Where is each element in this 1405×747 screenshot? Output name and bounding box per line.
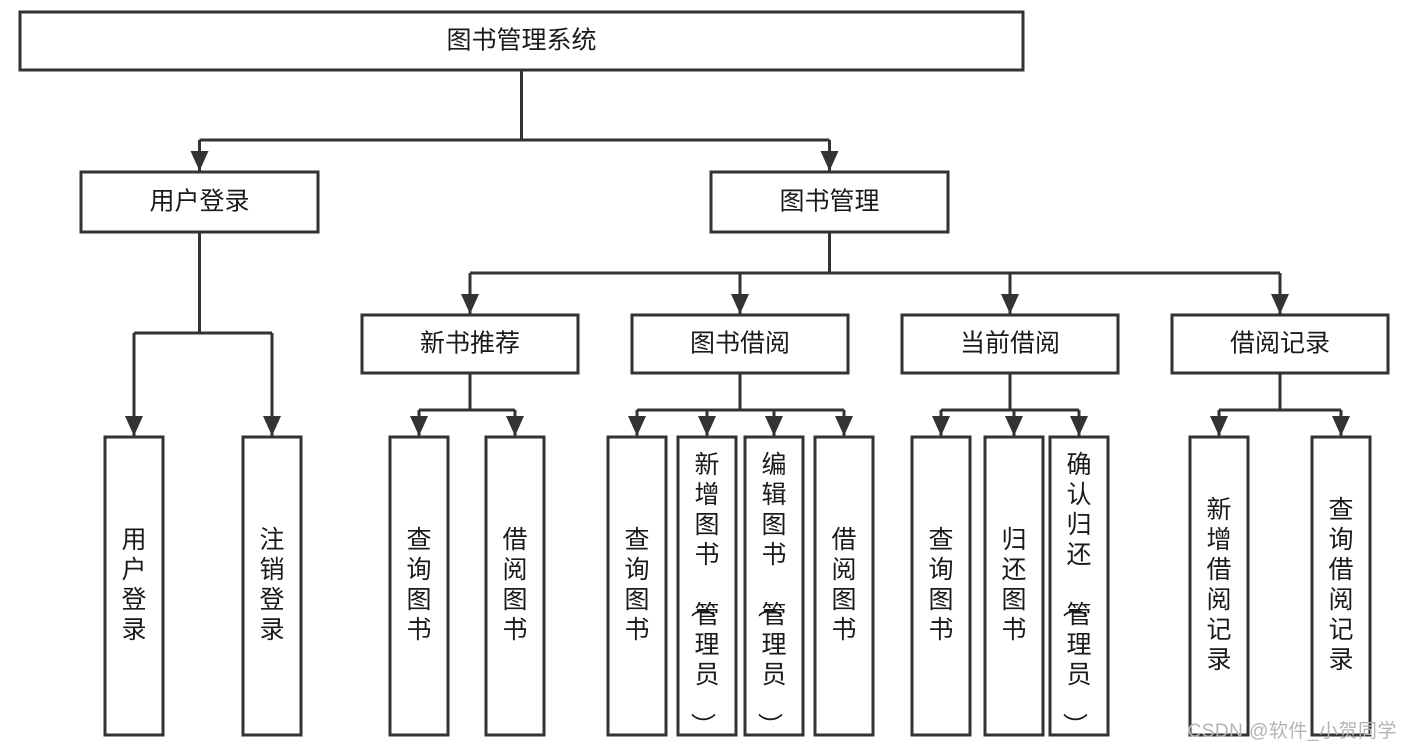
node-new-book-rec[interactable]: 新书推荐 xyxy=(360,313,580,375)
arrow-head-icon xyxy=(125,416,143,436)
node-label: 确认归还（管理员） xyxy=(1060,451,1091,738)
arrow-head-icon xyxy=(1332,416,1350,436)
node-box xyxy=(910,435,972,737)
node-label: 图书管理 xyxy=(779,188,879,216)
node-label: 借阅记录 xyxy=(1230,330,1330,358)
arrow-head-icon xyxy=(628,416,646,436)
node-box xyxy=(606,435,668,737)
node-box xyxy=(388,435,450,737)
arrow-head-icon xyxy=(1070,416,1088,436)
node-box xyxy=(813,435,875,737)
arrow-head-icon xyxy=(731,294,749,314)
node-root[interactable]: 图书管理系统 xyxy=(18,10,1025,72)
node-user-login[interactable]: 用户登录 xyxy=(79,170,320,234)
node-label: 新书推荐 xyxy=(420,330,520,358)
arrow-head-icon xyxy=(1005,416,1023,436)
node-box xyxy=(1310,435,1372,737)
node-box xyxy=(1170,313,1390,375)
arrow-head-icon xyxy=(410,416,428,436)
node-borrow-record[interactable]: 借阅记录 xyxy=(1170,313,1390,375)
node-box xyxy=(484,435,546,737)
node-label: 新增图书（管理员） xyxy=(688,451,719,738)
arrow-head-icon xyxy=(190,151,209,171)
node-box xyxy=(79,170,320,234)
node-label: 图书借阅 xyxy=(690,330,790,358)
node-leaf-add-record[interactable]: 新增借阅记录 xyxy=(1188,435,1250,737)
arrow-head-icon xyxy=(932,416,950,436)
node-box xyxy=(983,435,1045,737)
node-label: 图书管理系统 xyxy=(446,27,596,55)
node-leaf-borrow-book-1[interactable]: 借阅图书 xyxy=(484,435,546,737)
arrow-head-icon xyxy=(765,416,783,436)
node-leaf-edit-book[interactable]: 编辑图书（管理员） xyxy=(743,435,805,738)
arrow-head-icon xyxy=(461,294,479,314)
node-leaf-query-book-3[interactable]: 查询图书 xyxy=(910,435,972,737)
node-leaf-user-login[interactable]: 用户登录 xyxy=(103,435,165,737)
arrow-head-icon xyxy=(698,416,716,436)
node-book-manage[interactable]: 图书管理 xyxy=(709,170,950,234)
node-box xyxy=(1048,435,1110,737)
arrow-head-icon xyxy=(506,416,524,436)
node-label: 用户登录 xyxy=(149,188,249,216)
arrow-head-icon xyxy=(1271,294,1289,314)
node-box xyxy=(18,10,1025,72)
node-leaf-query-book-2[interactable]: 查询图书 xyxy=(606,435,668,737)
node-label: 查询图书 xyxy=(406,526,431,644)
node-label: 归还图书 xyxy=(1001,526,1026,644)
node-label: 借阅图书 xyxy=(831,526,856,644)
node-label: 用户登录 xyxy=(121,526,146,644)
node-label: 查询借阅记录 xyxy=(1328,496,1353,674)
node-leaf-return-book[interactable]: 归还图书 xyxy=(983,435,1045,737)
arrow-head-icon xyxy=(263,416,281,436)
node-leaf-add-book[interactable]: 新增图书（管理员） xyxy=(676,435,738,738)
node-box xyxy=(630,313,850,375)
arrow-head-icon xyxy=(835,416,853,436)
node-leaf-query-record[interactable]: 查询借阅记录 xyxy=(1310,435,1372,737)
node-label: 编辑图书（管理员） xyxy=(755,451,786,738)
node-label: 注销登录 xyxy=(259,526,284,644)
node-leaf-query-book-1[interactable]: 查询图书 xyxy=(388,435,450,737)
node-box xyxy=(709,170,950,234)
node-leaf-confirm-return[interactable]: 确认归还（管理员） xyxy=(1048,435,1110,738)
node-label: 查询图书 xyxy=(624,526,649,644)
node-layer: 图书管理系统用户登录图书管理新书推荐图书借阅当前借阅借阅记录用户登录注销登录查询… xyxy=(18,10,1390,738)
node-box xyxy=(360,313,580,375)
node-leaf-borrow-book-2[interactable]: 借阅图书 xyxy=(813,435,875,737)
connector-layer xyxy=(125,70,1350,436)
node-box xyxy=(1188,435,1250,737)
arrow-head-icon xyxy=(1001,294,1019,314)
node-label: 新增借阅记录 xyxy=(1206,496,1231,674)
node-label: 当前借阅 xyxy=(960,330,1060,358)
node-current-borrow[interactable]: 当前借阅 xyxy=(900,313,1120,375)
node-label: 查询图书 xyxy=(928,526,953,644)
node-box xyxy=(676,435,738,737)
node-box xyxy=(103,435,165,737)
arrow-head-icon xyxy=(820,151,839,171)
node-box xyxy=(241,435,303,737)
node-book-borrow[interactable]: 图书借阅 xyxy=(630,313,850,375)
node-box xyxy=(743,435,805,737)
arrow-head-icon xyxy=(1210,416,1228,436)
node-label: 借阅图书 xyxy=(502,526,527,644)
node-leaf-logout[interactable]: 注销登录 xyxy=(241,435,303,737)
node-box xyxy=(900,313,1120,375)
